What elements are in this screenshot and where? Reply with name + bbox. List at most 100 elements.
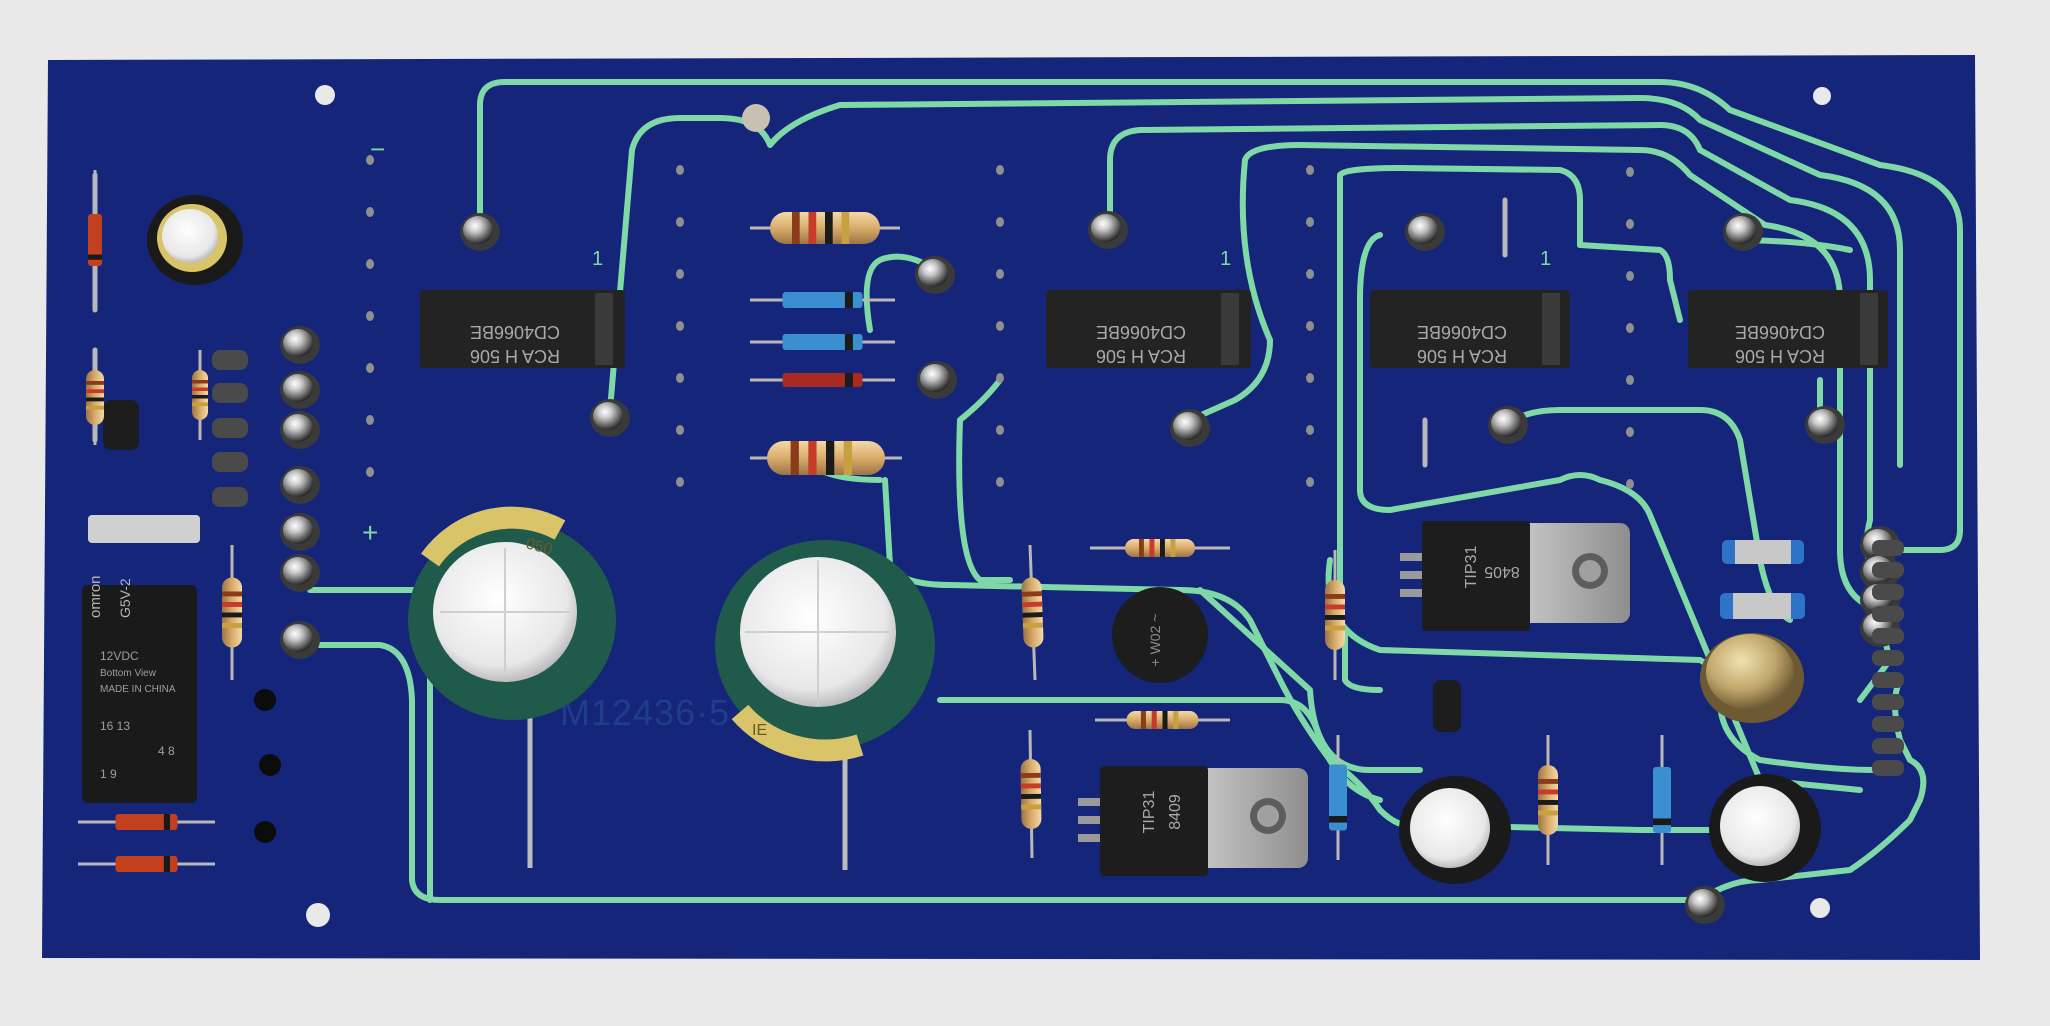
power-transistor: TIP31 8409 — [1078, 766, 1308, 876]
diode — [78, 814, 215, 830]
diode — [1329, 735, 1347, 860]
mounting-holes — [306, 85, 1831, 927]
ic-label: CD4066BE — [1735, 322, 1825, 342]
via-pad — [1306, 165, 1314, 175]
via-pad — [996, 425, 1004, 435]
relay-model: G5V-2 — [117, 578, 133, 618]
relay-origin: MADE IN CHINA — [100, 684, 176, 695]
electrolytic-capacitor — [147, 195, 243, 285]
solder-joint — [918, 259, 948, 287]
solder-joint — [1688, 889, 1718, 917]
pcb-board — [42, 55, 1980, 960]
solder-joint — [283, 329, 313, 357]
via-pad — [996, 477, 1004, 487]
relay-pins: 16 13 — [100, 719, 130, 733]
via-pad — [1306, 373, 1314, 383]
board-marking: M12436·5 — [560, 692, 730, 733]
ceramic-capacitor — [88, 515, 200, 543]
resistor — [1020, 729, 1042, 859]
ic-label: CD4066BE — [470, 322, 560, 342]
via-pad — [259, 754, 281, 776]
via-pad — [1626, 323, 1634, 333]
header-pin — [212, 487, 248, 507]
resistor — [192, 350, 208, 440]
transistor-label: TIP31 — [1463, 546, 1480, 589]
via-pad — [1626, 427, 1634, 437]
resistor — [750, 441, 902, 475]
solder-joints — [212, 211, 1904, 924]
solder-joint — [283, 374, 313, 402]
via-pad — [366, 415, 374, 425]
solder-joint — [593, 402, 623, 430]
via-pad — [996, 217, 1004, 227]
small-transistor — [103, 400, 139, 450]
polarity-plus: + — [362, 517, 378, 548]
connector-pin — [1872, 584, 1904, 600]
connector-pin — [1872, 650, 1904, 666]
solder-joint — [1173, 412, 1203, 440]
connector-pin — [1872, 606, 1904, 622]
via-pad — [676, 425, 684, 435]
ceramic-capacitor — [1722, 540, 1804, 564]
diode — [750, 334, 895, 350]
polarity-minus: − — [370, 134, 385, 164]
via-pad — [1626, 271, 1634, 281]
via-pad — [1306, 425, 1314, 435]
small-transistor — [1433, 680, 1461, 732]
via-pad — [366, 363, 374, 373]
via-pad — [676, 269, 684, 279]
ic-label: RCA H 506 — [1417, 346, 1507, 366]
ceramic-capacitor — [1720, 593, 1805, 619]
via-pad — [1626, 219, 1634, 229]
via-pad — [676, 373, 684, 383]
ic-chip: CD4066BE RCA H 506 — [1688, 290, 1888, 368]
electrolytic-capacitor — [1399, 776, 1511, 884]
resistor — [1090, 539, 1230, 557]
solder-joint — [283, 414, 313, 442]
via-pad — [254, 689, 276, 711]
diode — [88, 170, 102, 310]
connector-pin — [1872, 628, 1904, 644]
transistor-label: TIP31 — [1141, 791, 1158, 834]
ic-label: RCA H 506 — [470, 346, 560, 366]
solder-joint — [283, 624, 313, 652]
via-pads — [366, 155, 1634, 489]
solder-joint — [1808, 409, 1838, 437]
via-pad — [366, 259, 374, 269]
via-pad — [676, 477, 684, 487]
relay-pins: 1 9 — [100, 767, 117, 781]
resistor — [1095, 711, 1230, 729]
header-pin — [212, 383, 248, 403]
transistor-label: 8405 — [1484, 563, 1520, 580]
via-pad — [996, 269, 1004, 279]
pin1-mark: 1 — [592, 248, 603, 270]
resistor — [1325, 550, 1345, 680]
cap-label: 050 — [524, 535, 554, 558]
relay-rating: 12VDC — [100, 649, 139, 663]
via-pad — [1306, 217, 1314, 227]
solder-joint — [1408, 216, 1438, 244]
solder-joint — [1491, 409, 1521, 437]
bridge-label: + W02 ~ — [1147, 614, 1163, 667]
via-pad — [996, 321, 1004, 331]
ic-label: CD4066BE — [1096, 322, 1186, 342]
ic-label: CD4066BE — [1417, 322, 1507, 342]
resistor — [222, 545, 242, 680]
diode — [750, 292, 895, 308]
resistor — [1538, 735, 1558, 865]
solder-joint — [920, 364, 950, 392]
via-pad — [1626, 479, 1634, 489]
via-pad — [366, 155, 374, 165]
via-pad — [1626, 167, 1634, 177]
relay-brand: omron — [87, 575, 104, 618]
ic-chip: CD4066BE RCA H 506 — [1046, 290, 1251, 368]
via-pad — [366, 311, 374, 321]
resistor — [86, 350, 104, 445]
via-pad — [996, 373, 1004, 383]
relay-pins: 4 8 — [158, 744, 175, 758]
metal-can-transistor — [1700, 633, 1804, 723]
via-pad — [1626, 375, 1634, 385]
via-pad — [366, 207, 374, 217]
diode — [1653, 735, 1671, 865]
via-pad — [1306, 477, 1314, 487]
